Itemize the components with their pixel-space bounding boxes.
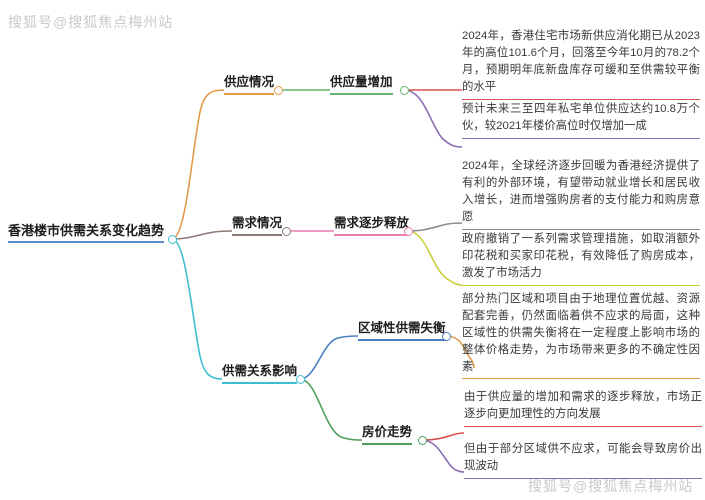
branch-node-regional-imbalance[interactable]: 区域性供需失衡 <box>358 321 446 341</box>
branch-node-supply[interactable]: 供应情况 <box>224 75 275 95</box>
root-node-dot[interactable] <box>168 235 177 244</box>
leaf-supply-absorption: 2024年，香港住宅市场新供应消化期已从2023年的高位101.6个月，回落至今… <box>462 28 700 100</box>
branch-node-demand-release[interactable]: 需求逐步释放 <box>334 216 410 236</box>
link-root-supply <box>171 89 225 240</box>
link-release-leaf3 <box>407 222 463 232</box>
link-root-demand <box>171 230 233 240</box>
link-increase-leaf2 <box>403 89 463 148</box>
leaf-hot-areas: 部分热门区域和项目由于地理位置优越、资源配套完善，仍然面临着供不应求的局面，这种… <box>462 291 700 380</box>
link-impact-price <box>299 378 363 441</box>
leaf-policy-withdrawal: 政府撤销了一系列需求管理措施，如取消额外印花税和买家印花税，有效降低了购房成本，… <box>462 231 700 286</box>
branch-node-impact-dot[interactable] <box>296 375 305 384</box>
leaf-rational-market: 由于供应量的增加和需求的逐步释放，市场正逐步向更加理性的方向发展 <box>464 389 702 427</box>
link-release-leaf4 <box>407 230 463 286</box>
watermark-bottom: 搜狐号@搜狐焦点梅州站 <box>528 478 694 494</box>
link-price-leaf6 <box>421 432 465 441</box>
root-node[interactable]: 香港楼市供需关系变化趋势 <box>8 223 165 244</box>
leaf-price-fluctuation: 但由于部分区域供不应求，可能会导致房价出现波动 <box>464 441 702 479</box>
leaf-global-economy: 2024年，全球经济逐步回暖为香港经济提供了有利的外部环境，有望带动就业增长和居… <box>462 158 700 230</box>
branch-node-supply-increase-dot[interactable] <box>400 86 409 95</box>
leaf-supply-forecast: 预计未来三至四年私宅单位供应达约10.8万个伙，较2021年楼价高位时仅增加一成 <box>462 101 700 139</box>
branch-node-demand-dot[interactable] <box>282 227 291 236</box>
branch-node-regional-imbalance-dot[interactable] <box>442 332 451 341</box>
link-price-leaf7 <box>421 439 465 473</box>
branch-node-supply-increase[interactable]: 供应量增加 <box>330 75 393 95</box>
branch-node-demand-release-dot[interactable] <box>404 227 413 236</box>
branch-node-supply-dot[interactable] <box>274 86 283 95</box>
branch-node-price-trend[interactable]: 房价走势 <box>362 425 413 445</box>
branch-node-price-trend-dot[interactable] <box>418 436 427 445</box>
branch-node-impact[interactable]: 供需关系影响 <box>222 364 298 384</box>
link-impact-imbalance <box>299 335 359 380</box>
watermark-top: 搜狐号@搜狐焦点梅州站 <box>8 14 174 30</box>
branch-node-demand[interactable]: 需求情况 <box>232 216 283 236</box>
link-root-impact <box>171 238 223 380</box>
